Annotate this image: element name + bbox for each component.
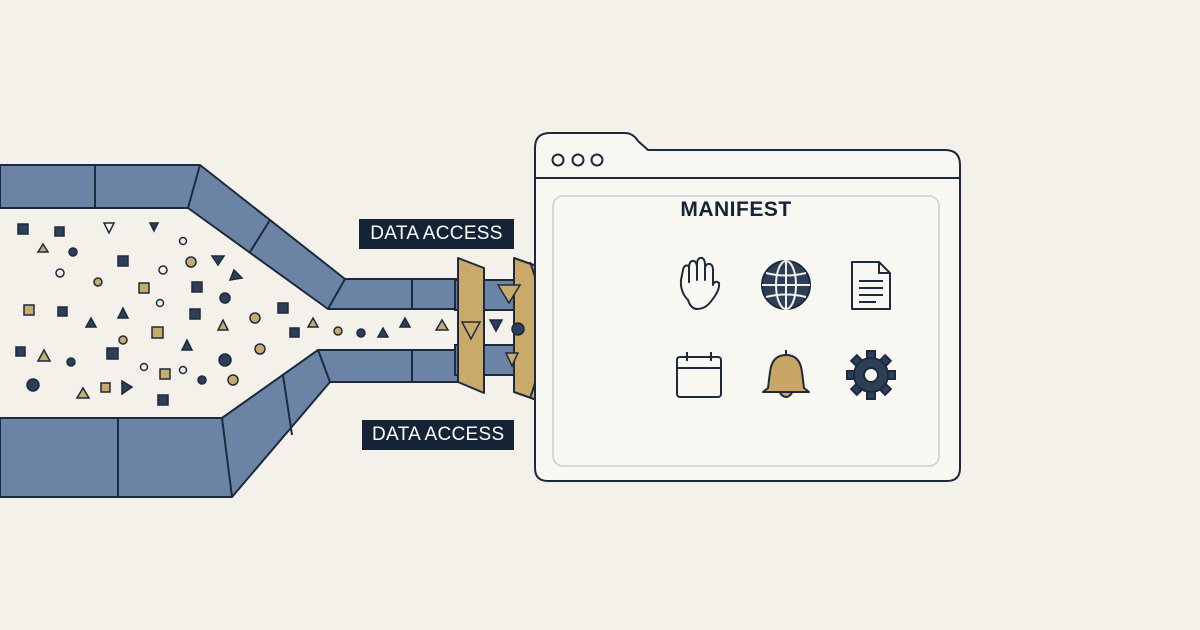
document-icon [851, 261, 891, 310]
data-access-label-top: DATA ACCESS [359, 219, 514, 249]
window-dot-3 [590, 153, 604, 167]
manifest-window [534, 132, 961, 482]
hand-icon [679, 256, 721, 310]
calendar-icon [676, 352, 722, 398]
globe-icon [761, 260, 811, 310]
data-access-label-bottom: DATA ACCESS [362, 420, 514, 450]
window-dot-2 [571, 153, 585, 167]
bell-icon [762, 350, 810, 398]
data-particles [15, 222, 450, 406]
window-dot-1 [551, 153, 565, 167]
manifest-title: MANIFEST [680, 198, 792, 221]
gear-icon [846, 350, 896, 400]
